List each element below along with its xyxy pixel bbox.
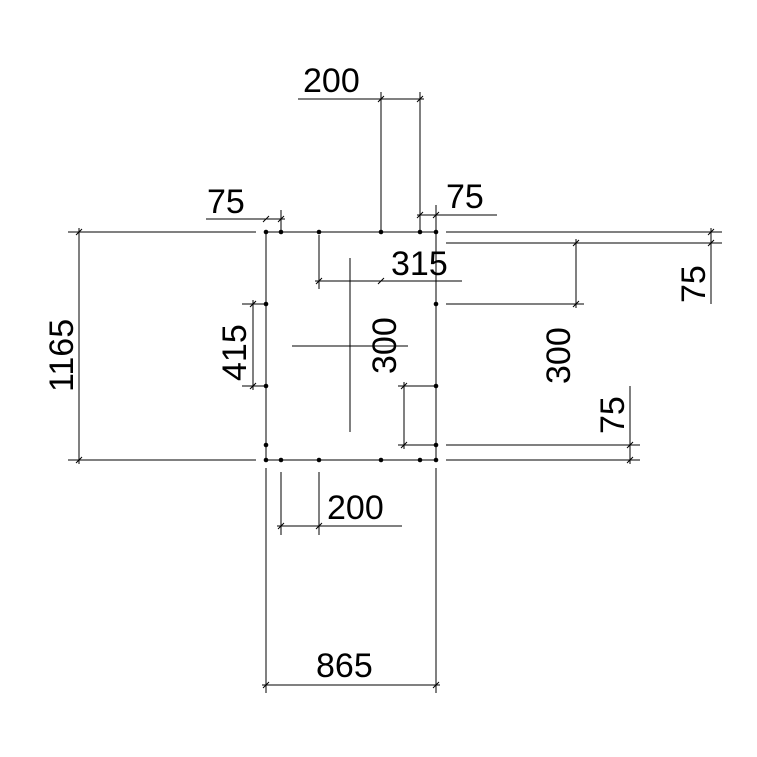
dim-right-300-label: 300 bbox=[540, 327, 578, 384]
dim-top-left-75-label: 75 bbox=[207, 183, 245, 221]
dim-right-top-75: 75 bbox=[446, 228, 722, 304]
dim-bottom-200: 200 bbox=[277, 472, 402, 535]
dim-bottom-865: 865 bbox=[262, 468, 440, 693]
dim-right-300: 300 bbox=[446, 239, 722, 384]
dim-inner-315-label: 315 bbox=[391, 245, 448, 283]
dim-top-200: 200 bbox=[298, 62, 424, 230]
dim-right-top-75-label: 75 bbox=[675, 265, 713, 303]
dim-top-right-75: 75 bbox=[416, 178, 497, 230]
dim-top-right-75-label: 75 bbox=[446, 178, 484, 216]
dim-inner-315: 315 bbox=[315, 235, 462, 289]
dim-bottom-865-label: 865 bbox=[316, 647, 373, 685]
dim-top-200-label: 200 bbox=[303, 62, 360, 100]
dim-left-1165: 1165 bbox=[43, 228, 256, 464]
bolt-points bbox=[263, 229, 439, 463]
dim-inner-300: 300 bbox=[366, 317, 434, 449]
dim-top-left-75: 75 bbox=[206, 183, 285, 230]
dim-right-bottom-75-label: 75 bbox=[594, 396, 632, 434]
plate-outline bbox=[265, 231, 437, 461]
dim-bottom-200-label: 200 bbox=[327, 489, 384, 527]
dim-left-1165-label: 1165 bbox=[43, 319, 81, 392]
dim-inner-300-label: 300 bbox=[366, 317, 404, 374]
dim-left-415: 415 bbox=[216, 300, 264, 390]
dim-left-415-label: 415 bbox=[216, 324, 254, 381]
dim-right-bottom-75: 75 bbox=[446, 386, 640, 464]
